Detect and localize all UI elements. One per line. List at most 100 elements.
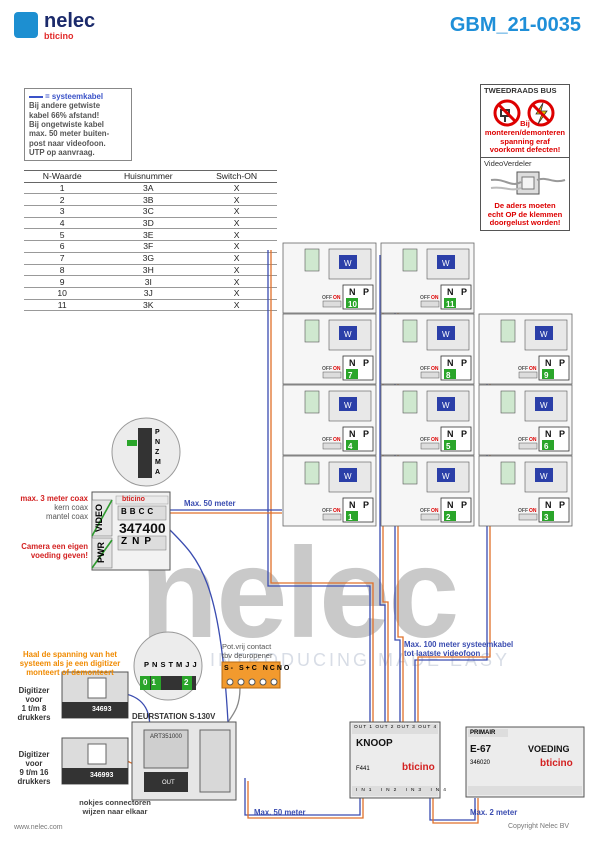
off-label: OFF — [420, 366, 430, 372]
n-value: 1 — [348, 513, 353, 522]
n-value: 7 — [348, 371, 353, 380]
module-pwr-label: PWR — [96, 542, 106, 563]
document-code: GBM_21-0035 — [449, 14, 581, 36]
n-label: N — [349, 500, 356, 510]
legend-line: Bij andere getwiste — [29, 101, 101, 111]
warning-title: TWEEDRAADS BUS — [484, 86, 557, 95]
terminal-block — [304, 248, 320, 272]
voeding-code: 346020 — [470, 760, 491, 766]
monitor-label: W — [344, 330, 352, 339]
col-header: Switch-ON — [196, 170, 277, 183]
voeding-device — [465, 726, 585, 798]
cable-legend-note: = systeemkabel Bij andere getwiste kabel… — [24, 88, 132, 162]
deurstation-out: OUT — [162, 780, 175, 786]
module-top-terms: BBCC — [121, 507, 157, 516]
p-label: P — [461, 500, 467, 510]
no-power-icon — [493, 99, 555, 127]
knoop-out-terms: OUT 1 OUT 2 OUT 3 OUT 4 — [354, 725, 438, 730]
potvrij-label: Pot.vrij contact tbv deuropener — [222, 642, 273, 660]
legend-line1: = systeemkabel — [29, 92, 127, 101]
terminal-block — [304, 390, 320, 414]
videoverdeler-box: VideoVerdeler De aders moeten echt OP de… — [480, 157, 570, 231]
videoverdeler-title: VideoVerdeler — [484, 159, 532, 168]
footer-website: www.nelec.com — [14, 824, 63, 831]
terminal-block — [402, 390, 418, 414]
on-label: ON — [529, 508, 537, 514]
digitizer-devices — [61, 671, 129, 785]
watermark-text: nelec — [140, 522, 459, 665]
p-label: P — [461, 358, 467, 368]
terminal-block — [304, 461, 320, 485]
brand-name: nelec — [44, 10, 96, 32]
knoop-in-terms: IN1 IN2 IN3 IN4 — [356, 788, 450, 793]
dip-switch — [518, 371, 538, 379]
terminal-block — [500, 390, 516, 414]
voeding-model: E-67 — [470, 744, 492, 755]
n-label: N — [349, 287, 356, 297]
tweedraads-warning-box: TWEEDRAADS BUS Bij monteren/demonteren s… — [480, 84, 570, 158]
knoop-device — [349, 721, 441, 799]
module-bottom-terms: ZNP — [121, 536, 157, 547]
knoop-brand: bticino — [402, 762, 435, 773]
digitizer-note: Haal de spanning van het systeem als je … — [19, 650, 121, 677]
p-label: P — [461, 287, 467, 297]
n-label: N — [545, 500, 552, 510]
deurstation-device — [131, 721, 237, 801]
monitor-label: W — [442, 259, 450, 268]
dip-switch — [322, 371, 342, 379]
off-label: OFF — [518, 366, 528, 372]
module-video-label: VIDEO — [94, 504, 104, 533]
dip-switch — [322, 300, 342, 308]
on-label: ON — [431, 508, 439, 514]
coax-note: max. 3 meter coax — [20, 494, 88, 503]
brand-sub: bticino — [44, 31, 74, 41]
legend-line: post naar videofoon. — [29, 138, 106, 148]
n-value: 3 — [544, 513, 549, 522]
videoverdeler-text: De aders moeten echt OP de klemmen doorg… — [487, 200, 563, 228]
monitor-label: W — [344, 472, 352, 481]
on-label: ON — [333, 508, 341, 514]
n-value: 8 — [446, 371, 451, 380]
potvrij-contact-block — [221, 661, 281, 689]
n-label: N — [349, 358, 356, 368]
terminal-block — [402, 319, 418, 343]
n-value: 2 — [446, 513, 451, 522]
off-label: OFF — [322, 437, 332, 443]
legend-line: kabel 66% afstand! — [29, 110, 100, 120]
voeding-title: VOEDING — [528, 744, 570, 754]
dip-switch — [518, 442, 538, 450]
n-value: 9 — [544, 371, 549, 380]
deurstation-title: DEURSTATION S-130V — [132, 712, 216, 721]
cable-max50-bottom: Max. 50 meter — [254, 808, 306, 817]
dip-switch — [420, 371, 440, 379]
p-label: P — [461, 429, 467, 439]
on-label: ON — [333, 366, 341, 372]
monitor-label: W — [442, 472, 450, 481]
table-header-row: N-Waarde Huisnummer Switch-ON — [24, 170, 277, 183]
dip-switch — [518, 513, 538, 521]
legend-line: max. 50 meter buiten- — [29, 129, 110, 139]
potvrij-terms: S- S+C NCNO — [224, 665, 292, 672]
on-label: ON — [529, 366, 537, 372]
knoop-code: F441 — [356, 766, 370, 772]
p-label: P — [559, 429, 565, 439]
module-code: 347400 — [119, 520, 166, 536]
off-label: OFF — [420, 437, 430, 443]
p-label: P — [363, 429, 369, 439]
digitizer-top-code: 34693 — [92, 706, 112, 713]
